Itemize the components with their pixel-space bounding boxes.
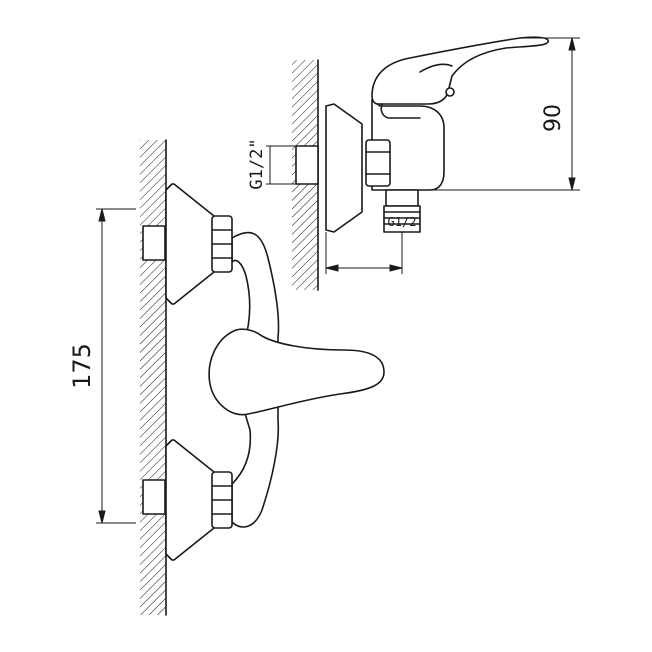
side-view: [292, 36, 549, 291]
dimension-depth: [325, 232, 403, 274]
lower-hex-nut: [211, 471, 233, 529]
front-view: [140, 139, 385, 616]
lower-inlet-stub: [142, 479, 166, 515]
upper-escutcheon: [165, 183, 215, 305]
upper-hex-nut: [211, 215, 233, 273]
dimension-90: [430, 37, 580, 191]
side-escutcheon: [325, 103, 363, 233]
side-hex-nut: [365, 139, 391, 187]
thread-label-bottom: G1/2: [388, 215, 417, 229]
dimension-label-90: 90: [541, 104, 566, 132]
wall-hatch-front: [140, 139, 167, 616]
outlet-connector: [383, 189, 421, 233]
thread-label-vertical: G1/2": [247, 138, 267, 189]
dimension-label-175: 175: [68, 343, 96, 389]
side-lever-handle: [371, 36, 549, 105]
upper-inlet-stub: [142, 225, 166, 261]
dimension-175: [96, 208, 136, 524]
side-inlet-stub: [295, 145, 319, 185]
lever-handle: [208, 328, 385, 416]
lower-escutcheon: [165, 439, 215, 561]
thread-dim-vertical: [266, 145, 296, 185]
